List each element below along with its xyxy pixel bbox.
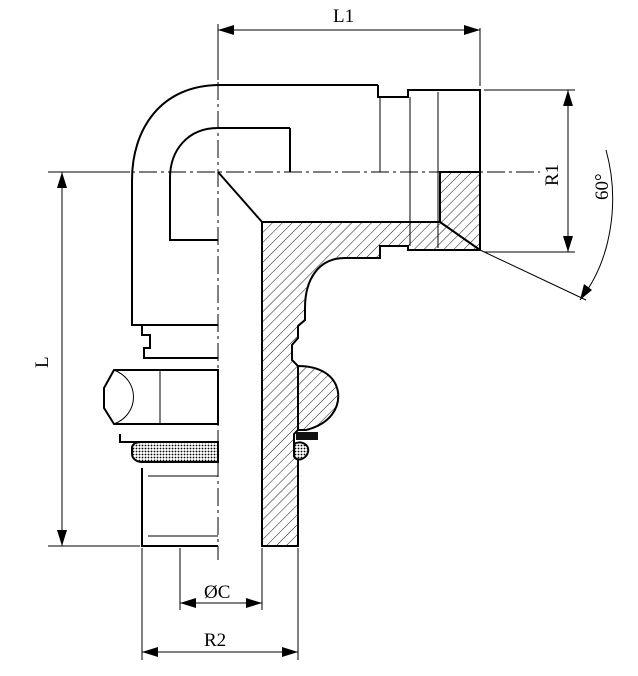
bore-chamfer bbox=[217, 171, 481, 251]
lower-connector bbox=[119, 324, 218, 547]
label-l1: L1 bbox=[333, 6, 354, 27]
label-r1: R1 bbox=[542, 164, 563, 186]
label-oc: ØC bbox=[204, 582, 230, 603]
o-ring-right bbox=[293, 441, 310, 461]
hex-nut bbox=[103, 364, 340, 431]
label-angle: 60° bbox=[592, 173, 613, 200]
o-ring-left bbox=[131, 441, 219, 463]
label-l: L bbox=[32, 356, 53, 368]
seal-washer bbox=[296, 432, 318, 440]
label-r2: R2 bbox=[204, 630, 226, 651]
dimension-r2 bbox=[141, 548, 299, 660]
dimension-l bbox=[48, 171, 140, 547]
dimension-l1 bbox=[217, 25, 481, 86]
dimension-angle bbox=[479, 149, 614, 301]
dimension-r1 bbox=[484, 89, 575, 253]
dimension-oc bbox=[179, 548, 263, 610]
